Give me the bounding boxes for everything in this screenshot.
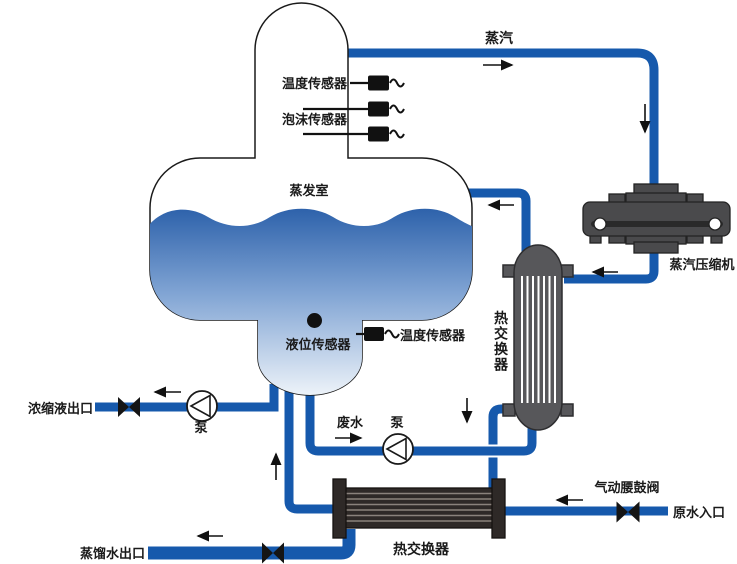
evaporator-label: 蒸发室 — [289, 183, 328, 198]
level-sensor-dot-icon — [307, 313, 322, 328]
hx-nozzle — [560, 403, 574, 417]
temp-sensor-bottom-label: 温度传感器 — [400, 328, 466, 343]
pneumatic-valve-icon — [616, 501, 640, 523]
pump-impeller-icon — [385, 437, 407, 461]
temp-sensor-top-label: 温度传感器 — [282, 76, 348, 91]
sensor-foam-upper — [303, 101, 405, 117]
sensor-cable-icon — [384, 329, 400, 339]
water-fill — [150, 208, 472, 395]
sensor-foam-lower — [303, 126, 405, 142]
foam-sensor-label: 泡沫传感器 — [282, 112, 348, 127]
hx-nozzle — [560, 264, 574, 278]
temperature-sensor-icon — [364, 327, 384, 341]
pneumatic-valve-label: 气动腰鼓阀 — [594, 480, 659, 495]
sensor-temperature-top — [350, 75, 405, 91]
raw-water-inlet-label: 原水入口 — [673, 505, 725, 520]
horizontal-heat-exchanger — [332, 478, 506, 539]
compressor-body — [582, 201, 731, 237]
compressor-bearing-icon — [593, 217, 607, 231]
distilled-valve-icon — [262, 542, 284, 564]
concentrate-pump-label: 泵 — [194, 420, 207, 435]
horizontal-hx-label: 热交换器 — [393, 541, 450, 557]
waste-pump-label: 泵 — [390, 415, 403, 430]
sensor-temperature-bottom — [356, 327, 400, 341]
vertical-hx-label: 热交换器 — [493, 310, 509, 373]
foam-sensor-icon — [368, 126, 389, 142]
level-sensor-label: 液位传感器 — [285, 337, 351, 352]
temperature-sensor-icon — [368, 75, 389, 91]
foam-sensor-icon — [368, 101, 389, 117]
distilled-outlet-label: 蒸馏水出口 — [80, 546, 145, 561]
feed-pipe — [284, 386, 340, 514]
sensor-cable-icon — [389, 78, 405, 88]
hx-nozzle — [502, 403, 516, 417]
concentrate-pump — [186, 390, 218, 422]
circulation-pipe — [305, 386, 537, 456]
sensor-cable-icon — [389, 129, 405, 139]
pipe-network — [95, 46, 668, 562]
vertical-heat-exchanger — [502, 244, 574, 431]
compressor-bearing-icon — [708, 217, 722, 231]
hx-to-vessel-pipe — [461, 188, 531, 252]
condensate-pipe — [488, 404, 511, 490]
hx-nozzle — [502, 264, 516, 278]
steam-compressor — [582, 183, 731, 254]
waste-water-label: 废水 — [337, 415, 364, 430]
concentrate-pipe — [95, 384, 279, 412]
hx-tubes — [346, 492, 493, 522]
steam-pipe — [345, 48, 659, 188]
hx-end-plate — [332, 478, 347, 539]
compressor-shaft — [591, 221, 723, 227]
sensor-cable-icon — [389, 104, 405, 114]
steam-label: 蒸汽 — [485, 30, 513, 46]
hx-tubes — [521, 276, 556, 403]
waste-water-pump — [382, 433, 414, 465]
hx-end-plate — [491, 478, 506, 539]
concentrate-outlet-label: 浓缩液出口 — [28, 401, 93, 416]
compressed-steam-pipe — [564, 250, 659, 284]
pump-impeller-icon — [189, 394, 211, 418]
compressor-label: 蒸汽压缩机 — [669, 257, 734, 272]
concentrate-valve-icon — [118, 397, 140, 417]
distilled-pipe — [148, 529, 356, 560]
compressor-bottom-port — [633, 241, 679, 254]
flow-arrows — [153, 59, 651, 542]
